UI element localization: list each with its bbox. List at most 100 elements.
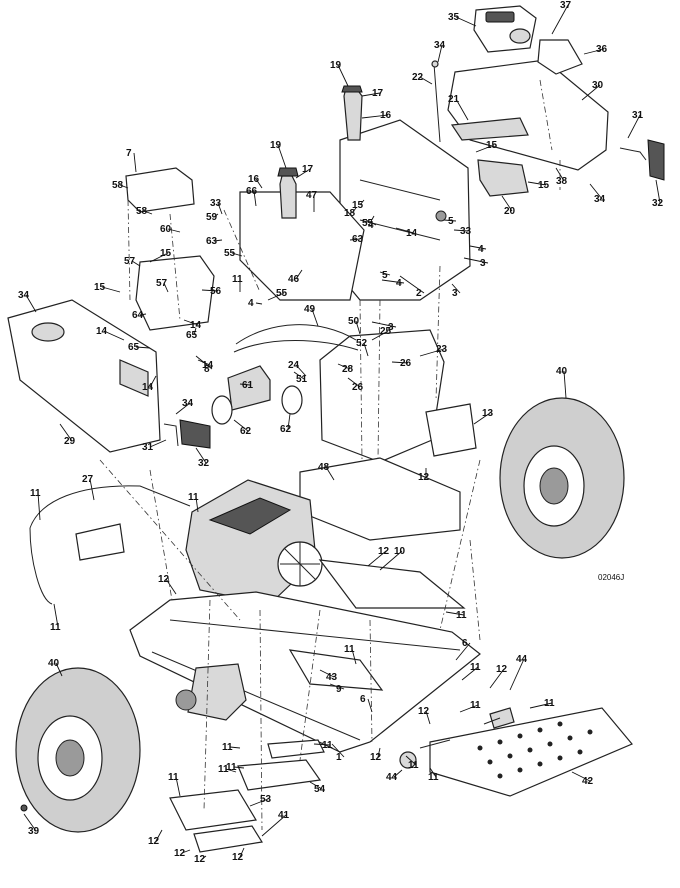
callout-11: 11 <box>188 492 199 503</box>
leader-65 <box>135 346 151 349</box>
leader-15 <box>475 144 495 153</box>
callout-12: 12 <box>158 574 170 585</box>
leader-11 <box>529 702 553 709</box>
grille-32-left <box>179 419 211 449</box>
leader-3 <box>463 257 489 264</box>
rod-22 <box>433 63 441 143</box>
leader-62 <box>287 413 291 430</box>
leader-5 <box>379 271 391 276</box>
callout-34: 34 <box>182 398 194 409</box>
leader-60 <box>167 228 181 233</box>
leader-19 <box>337 64 349 87</box>
leader-7 <box>133 152 137 173</box>
callout-12: 12 <box>174 848 186 859</box>
callout-51: 51 <box>296 374 308 385</box>
leader-37 <box>551 4 569 35</box>
hose-51 <box>233 340 359 353</box>
callout-58: 58 <box>112 180 124 191</box>
seat-mount-plate <box>239 191 365 301</box>
callout-58: 58 <box>136 206 148 217</box>
callout-12: 12 <box>418 706 430 717</box>
leader-49 <box>311 308 319 327</box>
callout-3: 3 <box>388 322 394 333</box>
callout-19: 19 <box>270 140 282 151</box>
callout-34: 34 <box>594 194 606 205</box>
callout-11: 11 <box>226 762 237 773</box>
callout-44: 44 <box>386 772 398 783</box>
leader-4 <box>469 245 487 250</box>
callout-60: 60 <box>160 224 172 235</box>
callout-35: 35 <box>448 12 460 23</box>
leader-26 <box>391 361 409 364</box>
callout-14: 14 <box>142 382 154 393</box>
spring-16-left <box>279 175 297 219</box>
front-left-wheel-40 <box>15 667 141 833</box>
hydro-pump <box>187 663 247 721</box>
foot-deck-group <box>399 707 633 797</box>
handle-31-left <box>163 423 179 447</box>
fender-vent <box>119 359 149 397</box>
leader-55 <box>369 215 375 224</box>
leader-34 <box>437 44 443 63</box>
callout-14: 14 <box>96 326 108 337</box>
callout-15: 15 <box>94 282 106 293</box>
chassis-group <box>129 559 481 853</box>
panel-plate-21 <box>450 117 529 141</box>
spring-16 <box>343 87 363 141</box>
callout-11: 11 <box>344 644 355 655</box>
bracket-20 <box>477 159 529 197</box>
leader-1 <box>331 743 345 758</box>
leader-14 <box>103 330 125 341</box>
leader-31 <box>627 114 641 139</box>
leader-2 <box>399 275 425 294</box>
leader-11 <box>195 496 199 513</box>
callout-4: 4 <box>248 298 254 309</box>
leader-12 <box>201 855 207 860</box>
rear-right-wheel-40 <box>499 397 625 559</box>
callout-5: 5 <box>448 216 454 227</box>
grille-32-right <box>647 139 665 181</box>
callout-19: 19 <box>330 60 342 71</box>
roller-44-right <box>489 707 515 729</box>
leader-5 <box>443 219 457 222</box>
leader-34 <box>175 402 191 415</box>
callout-11: 11 <box>456 610 467 621</box>
callout-11: 11 <box>408 760 419 771</box>
leader-11 <box>405 755 417 766</box>
callout-40: 40 <box>556 366 568 377</box>
leader-25 <box>371 330 389 341</box>
fuel-group <box>211 324 477 463</box>
callout-13: 13 <box>482 408 494 419</box>
leader-12 <box>165 578 177 595</box>
leader-21 <box>455 98 469 121</box>
leader-43 <box>319 669 335 678</box>
callout-23: 23 <box>436 344 448 355</box>
leader-62 <box>233 419 249 432</box>
leader-52 <box>363 342 369 357</box>
callout-34: 34 <box>18 290 30 301</box>
callout-29: 29 <box>64 436 76 447</box>
callout-11: 11 <box>232 274 243 285</box>
leader-12 <box>425 710 431 725</box>
callout-22: 22 <box>412 72 424 83</box>
leader-4 <box>255 302 263 305</box>
callout-59: 59 <box>206 212 218 223</box>
callout-44: 44 <box>516 654 528 665</box>
leader-17 <box>361 92 381 97</box>
callout-6: 6 <box>360 694 366 705</box>
fuel-tank-23 <box>319 329 445 463</box>
plate-53 <box>169 789 257 831</box>
callout-12: 12 <box>194 854 206 865</box>
leader-27 <box>89 478 95 501</box>
callout-32: 32 <box>198 458 210 469</box>
leader-15 <box>527 181 547 186</box>
leader-11 <box>461 666 479 681</box>
leader-19 <box>277 144 287 169</box>
leader-6 <box>367 698 373 713</box>
leader-66 <box>253 190 257 207</box>
callout-14: 14 <box>406 228 418 239</box>
leader-34 <box>25 294 37 313</box>
callout-31: 31 <box>142 442 154 453</box>
callout-16: 16 <box>380 110 392 121</box>
